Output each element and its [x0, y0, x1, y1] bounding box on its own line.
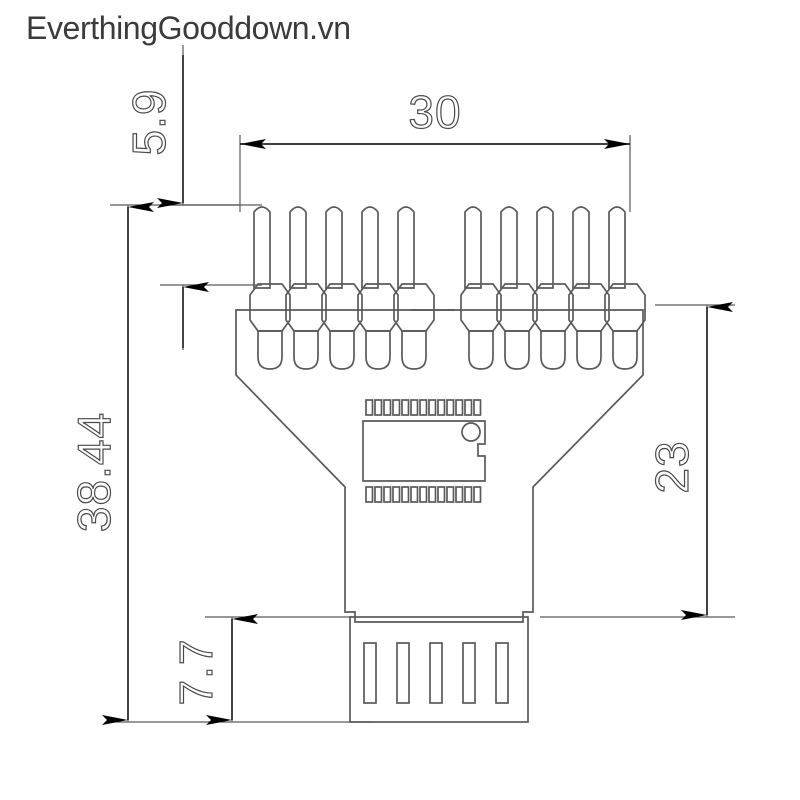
dim-label-23: 23 — [646, 440, 698, 493]
pcb-board-outline — [235, 309, 644, 623]
pin-1 — [249, 206, 291, 370]
dim-label-30: 30 — [408, 86, 461, 138]
pin-2 — [285, 206, 327, 370]
dim-extension-lines — [110, 45, 735, 723]
dim-label-38p44: 38.44 — [68, 412, 120, 532]
pin-header-group — [249, 206, 646, 370]
integrated-circuit-chip — [362, 399, 486, 503]
pin-10 — [604, 206, 646, 370]
dim-arrow-lines — [102, 55, 733, 725]
pin-4 — [357, 206, 399, 370]
dimension-annotations: 30 5.9 38.44 23 7.7 — [67, 45, 735, 725]
pin-5 — [393, 206, 435, 370]
watermark-text: EverthingGooddown.vn — [26, 10, 351, 46]
usb-connector — [349, 616, 529, 723]
dim-label-5p9: 5.9 — [123, 89, 175, 156]
pin-9 — [568, 206, 610, 370]
pin-8 — [532, 206, 574, 370]
pin-7 — [496, 206, 538, 370]
dim-label-7p7: 7.7 — [170, 639, 222, 706]
pin-3 — [321, 206, 363, 370]
pin-6 — [460, 206, 502, 370]
